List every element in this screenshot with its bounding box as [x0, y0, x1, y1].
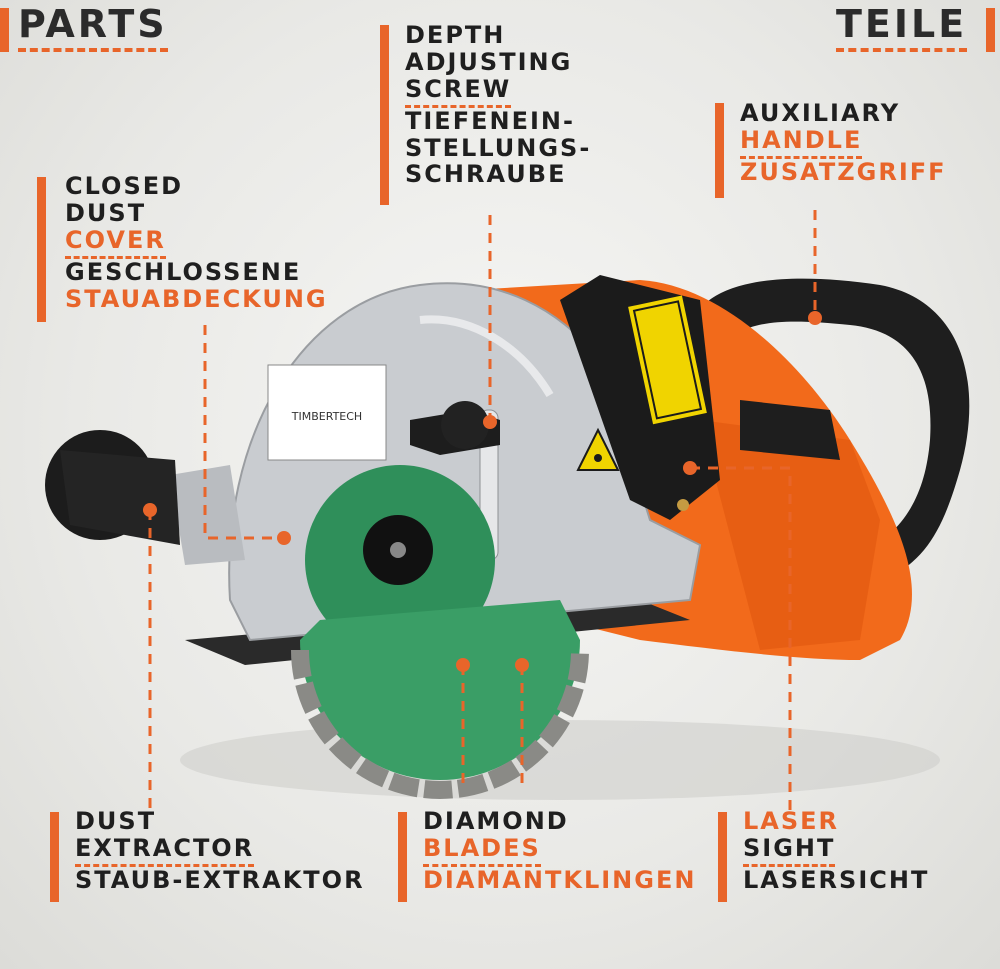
label-auxiliary-handle: AUXILIARY HANDLE ZUSATZGRIFF	[740, 99, 947, 186]
accent-bar	[986, 8, 995, 52]
heading-parts: PARTS	[18, 2, 168, 52]
accent-bar	[718, 812, 727, 902]
label-laser-sight: LASER SIGHT LASERSICHT	[743, 807, 930, 894]
brand-logo: TIMBERTECH	[291, 410, 362, 423]
accent-bar	[715, 103, 724, 198]
dust-extractor-pipe	[170, 465, 245, 565]
accent-bar	[380, 25, 389, 205]
accent-bar	[50, 812, 59, 902]
label-closed-dust-cover: CLOSED DUST COVER GESCHLOSSENE STAUABDEC…	[65, 172, 328, 313]
label-diamond-blades: DIAMOND BLADES DIAMANTKLINGEN	[423, 807, 697, 894]
accent-bar	[398, 812, 407, 902]
label-dust-extractor: DUST EXTRACTOR STAUB-EXTRAKTOR	[75, 807, 365, 894]
label-depth-adjusting-screw: DEPTH ADJUSTING SCREW TIEFENEIN- STELLUN…	[405, 21, 592, 189]
accent-bar	[37, 177, 46, 322]
accent-bar	[0, 8, 9, 52]
heading-teile: TEILE	[836, 2, 968, 52]
